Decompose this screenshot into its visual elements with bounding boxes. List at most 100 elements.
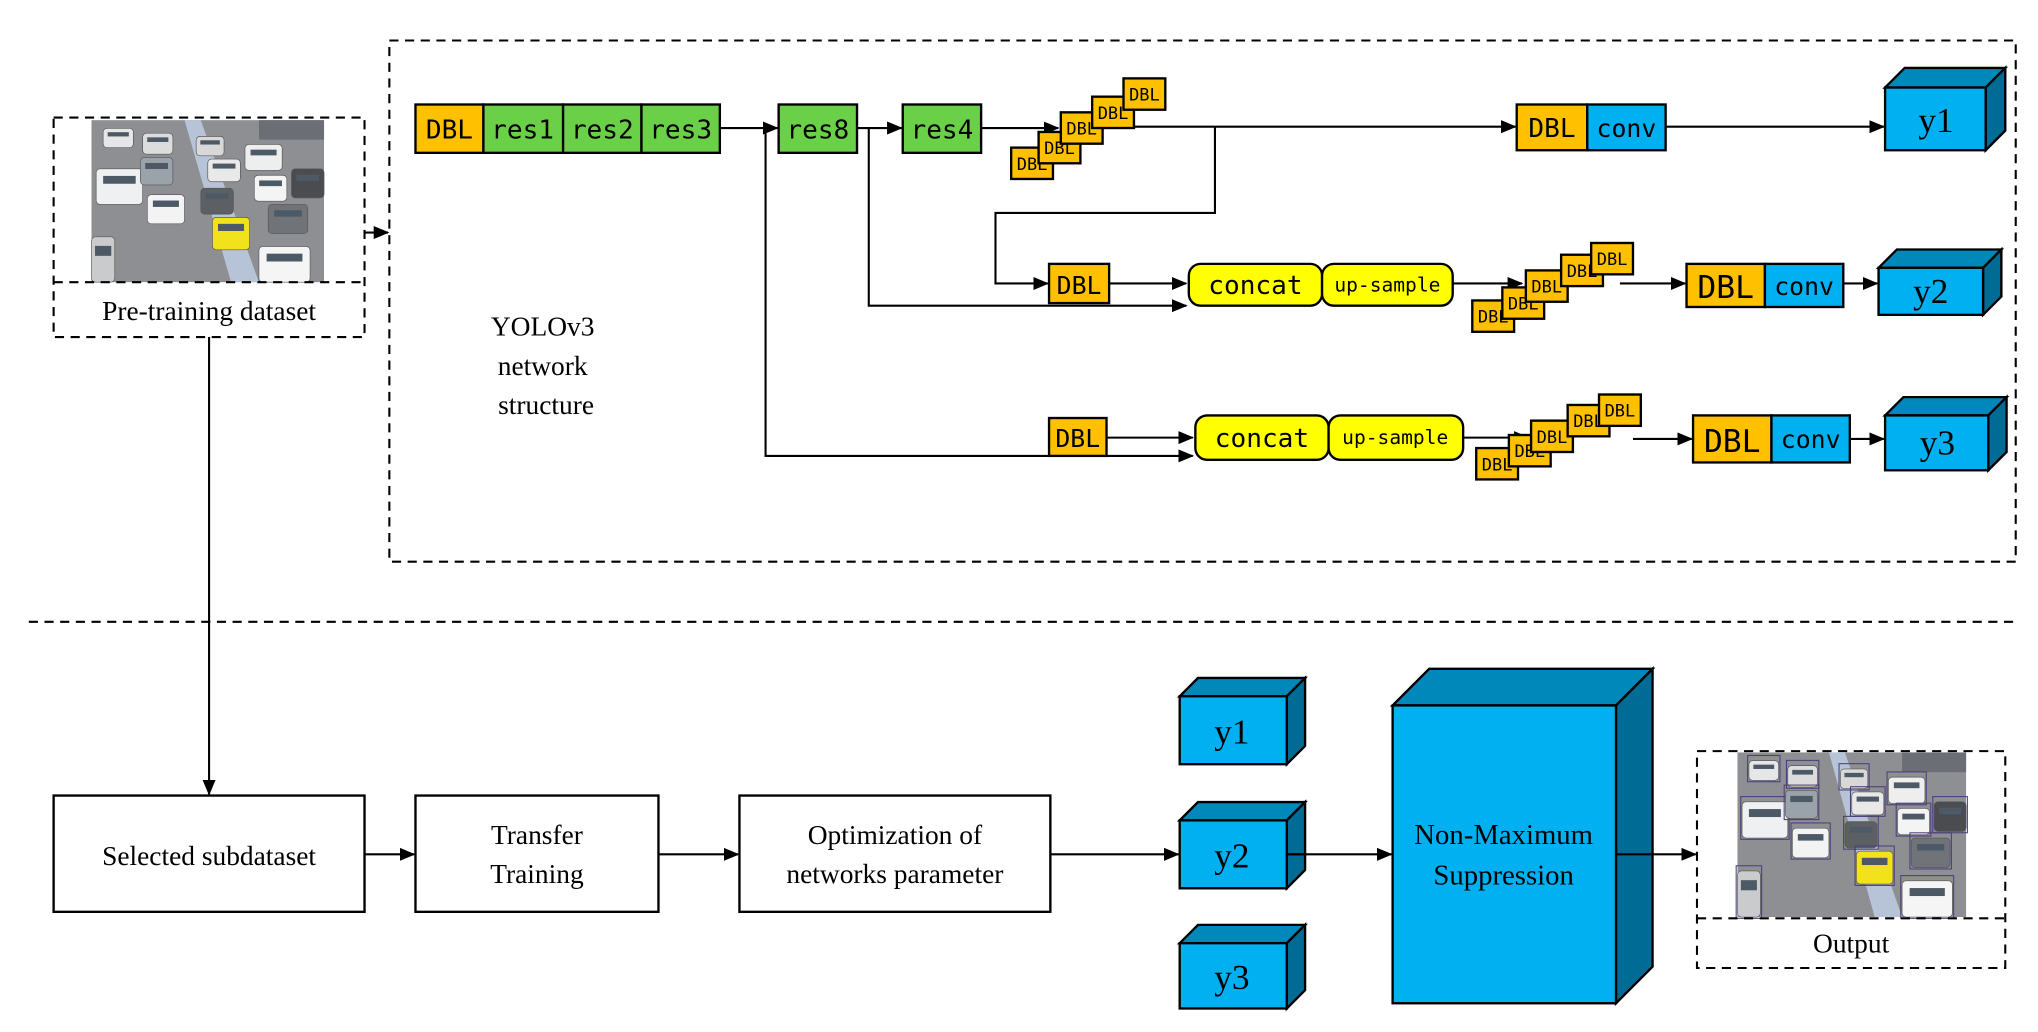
svg-text:DBL: DBL (1482, 455, 1513, 475)
car (1888, 776, 1926, 804)
car (102, 127, 134, 149)
dbl-stacks: DBLDBLDBLDBLDBLDBLDBLDBLDBLDBLDBLDBLDBLD… (1009, 77, 1642, 481)
svg-text:up-sample: up-sample (1342, 426, 1448, 449)
detection-box (1843, 815, 1879, 850)
svg-text:DBL: DBL (1528, 114, 1575, 144)
car (1741, 801, 1789, 839)
car (1933, 801, 1967, 832)
detection-box (1886, 771, 1927, 806)
detection-box (1838, 763, 1870, 791)
output-cubes (1176, 65, 2010, 1012)
car (253, 174, 288, 202)
detection-box (1790, 822, 1831, 860)
car (1844, 821, 1878, 849)
car (95, 168, 143, 205)
res4-block: res4 (901, 103, 983, 155)
svg-text:conv: conv (1781, 425, 1841, 454)
head1-dbl-conv: DBL conv (1515, 103, 1667, 152)
svg-text:concat: concat (1208, 271, 1302, 301)
pretraining-label: Pre-training dataset (102, 296, 316, 326)
yolo-output-y3: y3 (1920, 424, 1955, 463)
pipeline-output-y2: y2 (1214, 836, 1249, 875)
pipeline-y1-cube (1176, 675, 1308, 768)
car (1901, 880, 1953, 918)
car (291, 168, 325, 199)
pipeline-y3-cube (1176, 922, 1308, 1012)
dbl-mini-block: DBL (1597, 393, 1642, 428)
step-optimization (738, 794, 1052, 913)
svg-text:conv: conv (1597, 114, 1657, 143)
svg-text:res2: res2 (571, 115, 634, 145)
car (1785, 789, 1818, 819)
res8-block: res8 (777, 103, 859, 155)
svg-text:conv: conv (1774, 272, 1834, 301)
detection-box (1932, 796, 1968, 834)
detection-box (1900, 875, 1955, 919)
yolo-output-y1: y1 (1918, 101, 1953, 140)
car (200, 187, 234, 215)
branch2-dbl: DBL (1047, 262, 1111, 305)
traffic-photo (91, 120, 325, 283)
detection-box (1747, 754, 1781, 783)
branch3-concat: concat (1194, 414, 1330, 462)
output-panel: Output (1695, 750, 2007, 970)
yolo-title: YOLOv3 network structure (491, 312, 601, 420)
car (195, 136, 225, 157)
branch3-upsample: up-sample (1327, 414, 1465, 462)
svg-text:DBL: DBL (1597, 250, 1628, 270)
car (1787, 765, 1818, 788)
dbl-mini-block: DBL (1529, 419, 1575, 454)
detection-box (1909, 832, 1952, 870)
dbl-mini-block: DBL (1589, 241, 1635, 276)
car (258, 246, 311, 283)
car (267, 204, 309, 234)
car (1737, 870, 1761, 918)
svg-text:DBL: DBL (1055, 424, 1100, 453)
nms-cube (1389, 666, 1656, 1007)
output-label: Output (1813, 928, 1890, 958)
branch3-dbl: DBL (1047, 416, 1108, 458)
svg-text:DBL: DBL (1057, 271, 1102, 300)
car (1897, 808, 1930, 836)
detection-box (1854, 845, 1895, 886)
svg-text:res1: res1 (491, 115, 554, 145)
svg-text:res8: res8 (786, 115, 849, 145)
svg-text:DBL: DBL (1478, 308, 1509, 328)
head3-dbl-conv: DBL conv (1691, 414, 1852, 464)
svg-text:DBL: DBL (1697, 270, 1754, 306)
car (207, 158, 241, 183)
svg-text:concat: concat (1215, 424, 1309, 454)
step-selected-subdataset-label: Selected subdataset (102, 841, 316, 871)
car (212, 217, 250, 251)
svg-text:DBL: DBL (1567, 262, 1598, 282)
detection-box (1895, 802, 1932, 837)
yolo-output-y2: y2 (1913, 272, 1948, 311)
svg-text:DBL: DBL (426, 115, 473, 145)
car (1910, 837, 1951, 868)
branch2-upsample: up-sample (1320, 262, 1454, 307)
detection-box (1783, 784, 1820, 821)
detection-box (1785, 759, 1820, 789)
car (1856, 850, 1894, 885)
head2-dbl-conv: DBL conv (1685, 262, 1845, 309)
car (91, 236, 116, 283)
branch2-concat: concat (1187, 262, 1324, 307)
dbl-mini-block: DBL (1122, 77, 1167, 111)
svg-text:DBL: DBL (1066, 120, 1097, 140)
step-selected-subdataset (52, 794, 366, 913)
yolo-network-frame (388, 39, 2017, 563)
svg-text:DBL: DBL (1129, 86, 1160, 106)
yolo-y2-cube (1875, 246, 2005, 318)
pipeline-y2-cube (1176, 799, 1308, 892)
svg-text:DBL: DBL (1537, 428, 1568, 448)
car (1840, 768, 1869, 789)
step-transfer-training (414, 794, 660, 913)
car (244, 144, 283, 171)
pipeline-output-y3: y3 (1214, 958, 1249, 997)
